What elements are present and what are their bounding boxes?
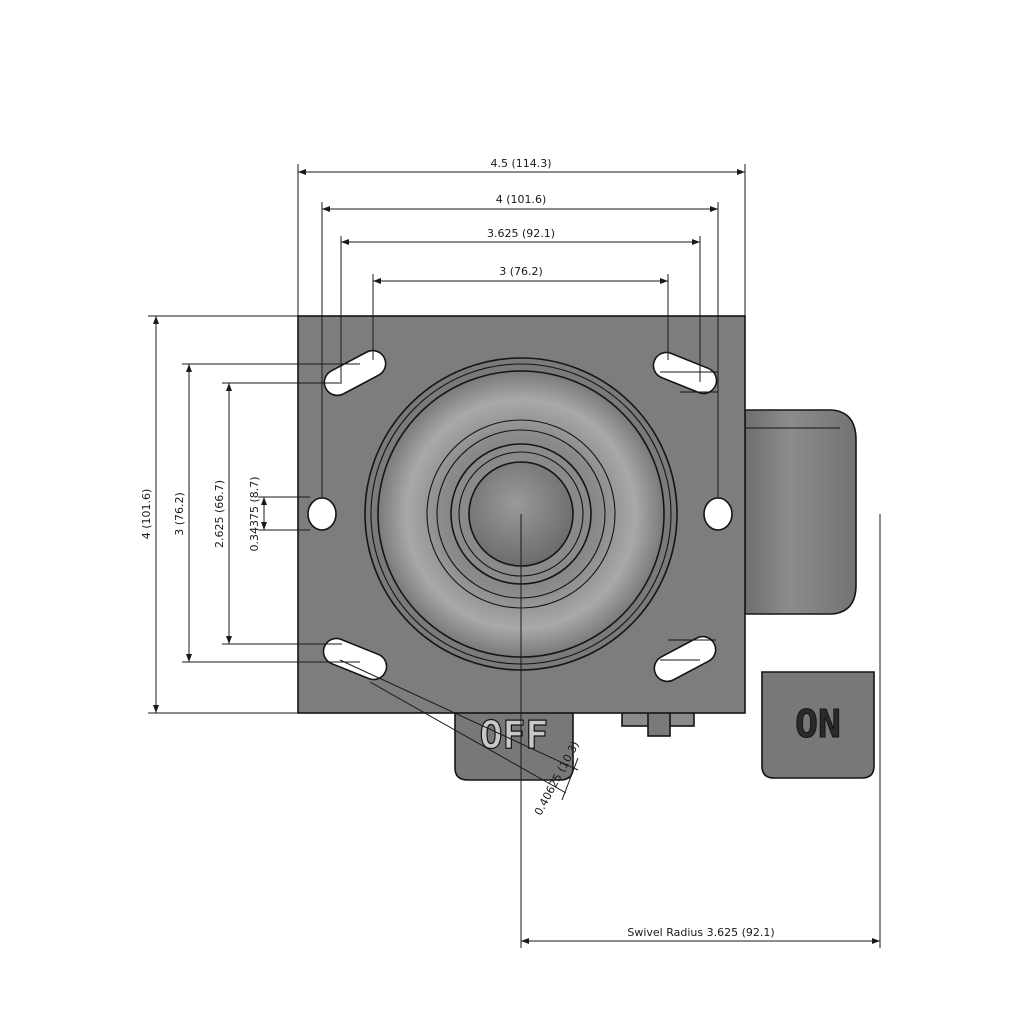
on-pedal-label: ON bbox=[795, 702, 841, 746]
dim-bolt-height-outer-label: 3 (76.2) bbox=[173, 492, 186, 536]
slot-hole-bottom-right bbox=[653, 635, 717, 683]
slot-hole-top-left bbox=[323, 349, 387, 397]
on-pedal-body bbox=[761, 671, 875, 779]
dim-slot-diagonal-line bbox=[561, 757, 579, 801]
dim-swivel-radius-label: Swivel Radius 3.625 (92.1) bbox=[627, 926, 774, 939]
round-hole-left bbox=[307, 497, 337, 531]
slot-hole-bottom-left bbox=[322, 637, 388, 681]
dim-bolt-width-outer-label: 4 (101.6) bbox=[496, 193, 547, 206]
slot-hole-top-right bbox=[652, 351, 718, 395]
wheel-body bbox=[744, 409, 857, 615]
dim-slot-width-label: 0.34375 (8.7) bbox=[248, 476, 261, 551]
dimension-arrowheads bbox=[153, 169, 880, 944]
off-pedal-label: OFF bbox=[480, 713, 549, 757]
round-hole-right bbox=[703, 497, 733, 531]
off-pedal: OFF bbox=[454, 711, 574, 781]
dim-bolt-width-inner-label: 3 (76.2) bbox=[499, 265, 543, 278]
wheel bbox=[744, 409, 857, 615]
dim-bolt-width-mid-label: 3.625 (92.1) bbox=[487, 227, 555, 240]
dimension-lines: 4.5 (114.3) 4 (101.6) 3.625 (92.1) 3 (76… bbox=[140, 157, 881, 948]
dim-overall-width-label: 4.5 (114.3) bbox=[490, 157, 551, 170]
dim-bolt-height-inner-label: 2.625 (66.7) bbox=[213, 480, 226, 548]
dim-overall-height-label: 4 (101.6) bbox=[140, 489, 153, 540]
on-pedal: ON bbox=[761, 671, 875, 779]
